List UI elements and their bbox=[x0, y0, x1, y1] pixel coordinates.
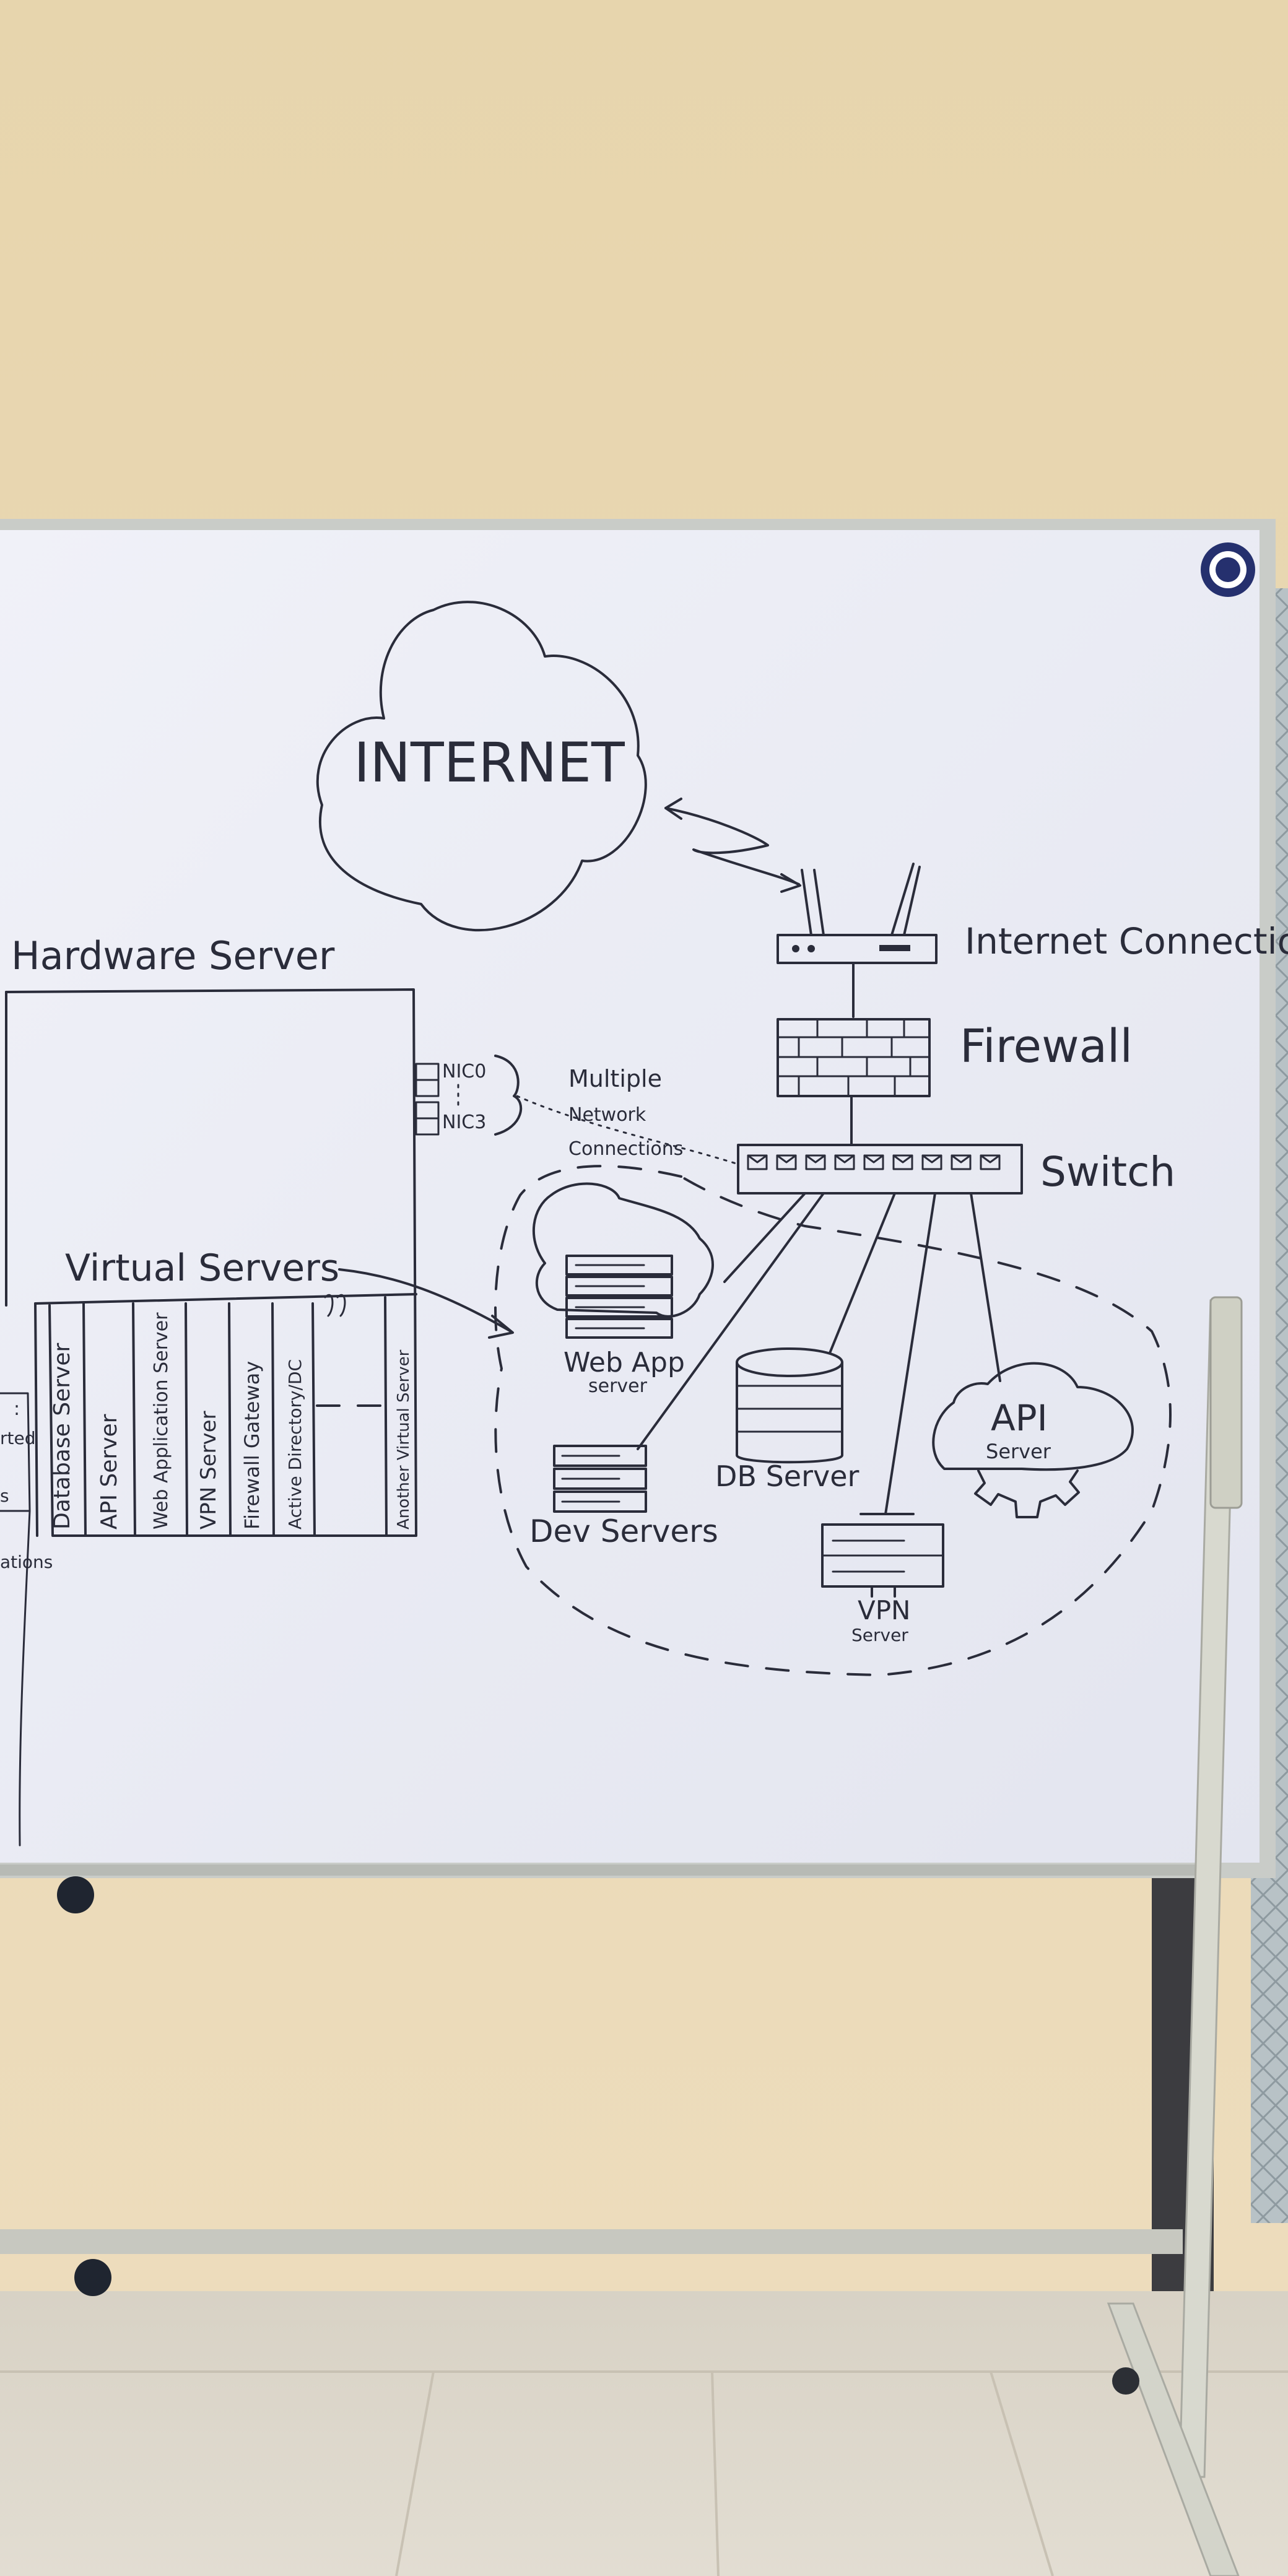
firewall-label: Firewall bbox=[960, 1020, 1133, 1073]
virtual-servers-label: Virtual Servers bbox=[65, 1247, 339, 1290]
left-fragment-ations: ations bbox=[0, 1552, 53, 1572]
vm-api-server: API Server bbox=[97, 1414, 122, 1530]
whiteboard-surface bbox=[0, 530, 1260, 1863]
webapp-sub-label: server bbox=[588, 1375, 648, 1397]
router-icon bbox=[777, 863, 938, 964]
vm-database-server: Database Server bbox=[50, 1343, 75, 1530]
left-fragment-s: s bbox=[0, 1486, 9, 1506]
stand-wheel bbox=[1112, 2367, 1139, 2395]
api-label: API bbox=[991, 1397, 1048, 1439]
webapp-cloud bbox=[532, 1182, 714, 1318]
api-sub-label: Server bbox=[986, 1440, 1051, 1463]
webapp-label: Web App bbox=[564, 1347, 685, 1378]
network-label: Network bbox=[568, 1104, 646, 1126]
firewall-icon bbox=[777, 1018, 931, 1097]
api-server-icon bbox=[932, 1362, 1134, 1518]
vm-vpn-server: VPN Server bbox=[196, 1411, 221, 1530]
board-knob-top bbox=[57, 1876, 94, 1913]
network-boundary bbox=[494, 1165, 1172, 1677]
vm-firewall-gateway: Firewall Gateway bbox=[240, 1361, 264, 1530]
internet-connection-label: Internet Connection bbox=[965, 920, 1288, 962]
dev-servers-label: Dev Servers bbox=[529, 1513, 718, 1549]
left-fragment-rted: rted bbox=[0, 1428, 36, 1448]
db-server-icon bbox=[736, 1347, 843, 1464]
brand-logo-sticker bbox=[1201, 542, 1255, 597]
hardware-server-label: Hardware Server bbox=[11, 933, 335, 978]
switch-icon bbox=[737, 1144, 1023, 1194]
vpn-label: VPN bbox=[858, 1595, 910, 1625]
board-knob-bottom bbox=[74, 2259, 111, 2296]
vm-active-directory: Active Directory/DC bbox=[285, 1359, 305, 1530]
stand-crossbar bbox=[0, 2229, 1183, 2254]
dev-servers-icon bbox=[553, 1445, 647, 1513]
vm-another-virtual-server: Another Virtual Server bbox=[394, 1349, 413, 1530]
internet-cloud bbox=[316, 601, 647, 932]
virtual-server-columns bbox=[34, 1296, 388, 1537]
switch-label: Switch bbox=[1040, 1148, 1175, 1196]
connections-label: Connections bbox=[568, 1138, 683, 1160]
left-fragment-colon: : bbox=[14, 1398, 20, 1420]
nic0-label: NIC0 bbox=[442, 1061, 486, 1082]
webapp-server-icon bbox=[565, 1255, 673, 1339]
vpn-server-icon bbox=[821, 1513, 944, 1598]
vpn-sub-label: Server bbox=[851, 1625, 908, 1645]
floor bbox=[0, 2291, 1288, 2576]
internet-label: INTERNET bbox=[354, 731, 625, 794]
multiple-label: Multiple bbox=[568, 1065, 662, 1092]
vm-web-application-server: Web Application Server bbox=[150, 1312, 172, 1530]
nic3-label: NIC3 bbox=[442, 1112, 486, 1133]
db-server-label: DB Server bbox=[715, 1460, 859, 1493]
nic-ports-icon bbox=[415, 1063, 440, 1136]
board-clamp bbox=[1209, 1296, 1243, 1509]
hardware-server-box bbox=[5, 988, 417, 1537]
